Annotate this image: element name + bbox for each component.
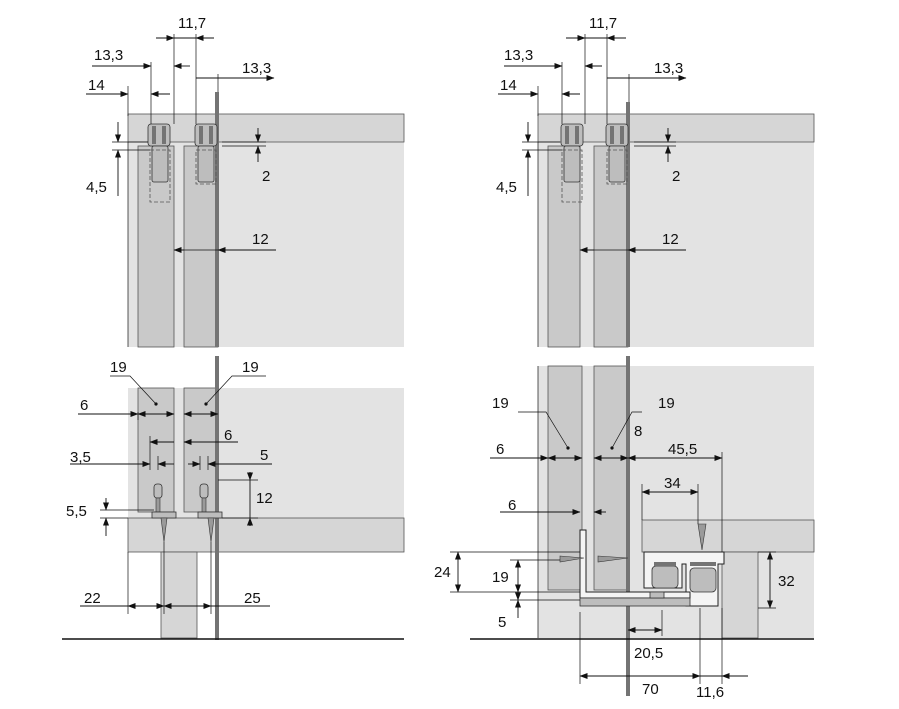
dim-label: 5 (498, 614, 506, 631)
dim-label: 24 (434, 564, 451, 581)
bottom-guide-front (197, 483, 223, 543)
dim-label: 4,5 (86, 179, 107, 196)
front-edge-profile (626, 356, 630, 696)
dim-label: 14 (88, 77, 105, 94)
front-edge-profile (215, 92, 219, 347)
dim-label: 6 (496, 441, 504, 458)
dim-label: 19 (658, 395, 675, 412)
dim-label: 19 (242, 359, 259, 376)
top-roller-front (605, 123, 629, 185)
bottom-board (641, 519, 815, 553)
dim-label: 6 (80, 397, 88, 414)
dim-label: 34 (664, 475, 681, 492)
bottom-guide-rear (151, 483, 177, 543)
dim-label: 13,3 (504, 47, 533, 64)
view-top-right: 11,7 13,3 13,3 14 4,5 2 12 (496, 15, 815, 348)
plinth (160, 551, 198, 639)
screw (697, 523, 707, 551)
door-rear (547, 365, 583, 591)
dim-label: 19 (492, 395, 509, 412)
dim-label: 3,5 (70, 449, 91, 466)
dim-label: 20,5 (634, 645, 663, 662)
dim-label: 2 (262, 168, 270, 185)
dim-label: 2 (672, 168, 680, 185)
dim-label: 8 (634, 423, 642, 440)
dim-label: 4,5 (496, 179, 517, 196)
dim-label: 12 (662, 231, 679, 248)
dim-label: 5,5 (66, 503, 87, 520)
top-roller-front (194, 123, 218, 185)
dim-label: 6 (224, 427, 232, 444)
bottom-rail-profile (643, 551, 725, 607)
dim-label: 13,3 (94, 47, 123, 64)
bottom-board (127, 517, 405, 553)
dim-label: 12 (256, 490, 273, 507)
top-roller-rear (147, 123, 171, 203)
dim-label: 13,3 (654, 60, 683, 77)
dim-label: 11,7 (178, 15, 206, 32)
screw (559, 555, 585, 563)
dim-label: 13,3 (242, 60, 271, 77)
top-board (537, 113, 815, 143)
dim-label: 14 (500, 77, 517, 94)
dim-label: 11,6 (696, 684, 724, 701)
front-edge-profile (215, 356, 219, 640)
dim-label: 12 (252, 231, 269, 248)
side-panel (538, 114, 814, 347)
dim-label: 6 (508, 497, 516, 514)
dim-label: 5 (260, 447, 268, 464)
view-bottom-right: 19 19 8 6 45,5 34 6 24 19 32 5 20,5 70 1… (434, 356, 815, 701)
view-top-left: 11,7 13,3 13,3 14 4,5 2 12 (86, 15, 405, 348)
view-bottom-left: 19 19 6 6 3,5 5 12 5,5 22 25 (62, 356, 405, 640)
dim-label: 45,5 (668, 441, 697, 458)
front-edge-profile (626, 102, 630, 347)
plinth (721, 551, 759, 639)
dim-label: 25 (244, 590, 261, 607)
dim-label: 19 (110, 359, 127, 376)
dim-label: 19 (492, 569, 509, 586)
bracket-clip (649, 591, 665, 599)
dim-label: 11,7 (589, 15, 617, 32)
bracket-foot (579, 597, 691, 607)
dim-label: 70 (642, 681, 659, 698)
dim-label: 32 (778, 573, 795, 590)
screw (597, 555, 629, 563)
top-roller-rear (560, 123, 584, 203)
dim-label: 22 (84, 590, 101, 607)
door-front (593, 365, 629, 591)
